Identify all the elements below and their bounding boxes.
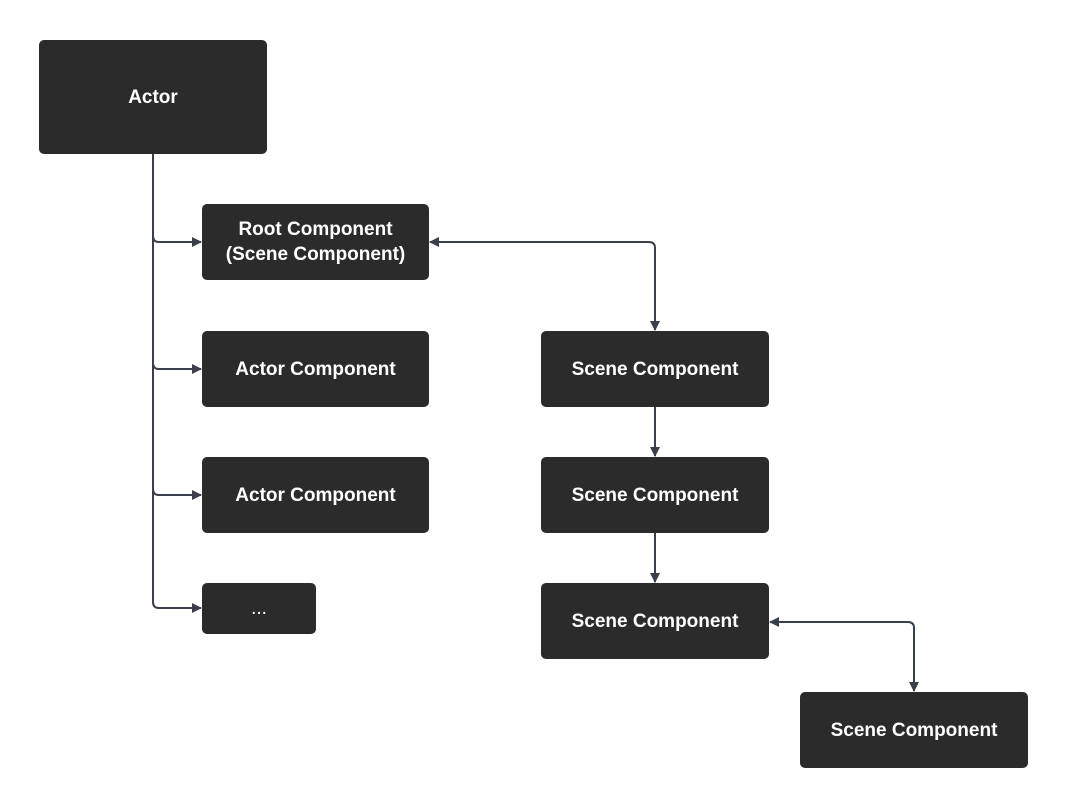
edge-actor-to-actor-component-2 <box>152 363 202 500</box>
scene-component-node: Scene Component <box>541 583 769 659</box>
edge-scene-component-3-to-4 <box>769 617 919 692</box>
edge-actor-to-root <box>152 154 202 247</box>
edge-actor-to-actor-component-1 <box>152 236 202 374</box>
actor-component-node: Actor Component <box>202 457 429 533</box>
actor-component-node: Actor Component <box>202 331 429 407</box>
edge-actor-to-more <box>152 489 202 613</box>
scene-component-node: Scene Component <box>541 457 769 533</box>
scene-component-node: Scene Component <box>800 692 1028 768</box>
actor-node: Actor <box>39 40 267 154</box>
edge-root-to-scene-component-1 <box>429 237 660 331</box>
root-component-node: Root Component (Scene Component) <box>202 204 429 280</box>
scene-component-node: Scene Component <box>541 331 769 407</box>
more-components-node: ... <box>202 583 316 634</box>
